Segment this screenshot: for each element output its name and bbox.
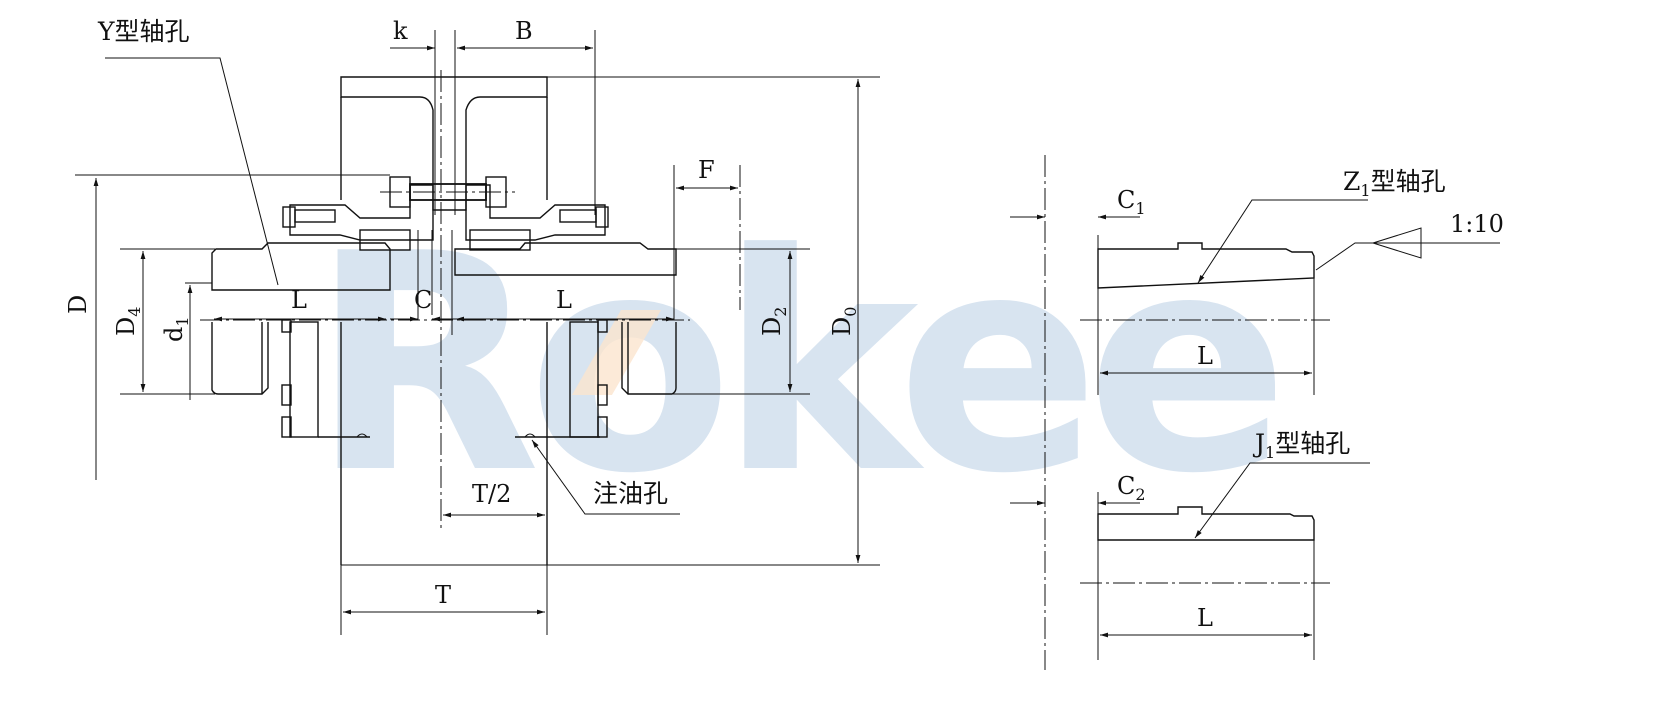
callout-oil-hole: 注油孔	[593, 479, 668, 508]
rokee-watermark: Rokee	[310, 190, 1292, 539]
dim-F: F	[698, 156, 715, 184]
taper-ratio: 1:10	[1450, 210, 1504, 238]
detail-j1-bore: C2 L J1型轴孔	[1010, 429, 1370, 660]
svg-text:Rokee: Rokee	[310, 190, 1278, 539]
callout-j1-bore: J1型轴孔	[1252, 429, 1350, 462]
dim-D0: D0	[828, 307, 860, 336]
dim-T-half: T/2	[472, 480, 511, 508]
dim-L-left: L	[291, 286, 307, 314]
dim-T: T	[435, 581, 451, 609]
dim-k: k	[393, 17, 408, 45]
dim-C1: C1	[1117, 186, 1146, 218]
dim-L-z1: L	[1197, 342, 1213, 370]
callout-z1-bore: Z1型轴孔	[1343, 167, 1446, 200]
main-section-view: D D4 d1 L C L k B F	[64, 17, 880, 635]
dim-L-right: L	[556, 286, 572, 314]
dim-d1: d1	[160, 316, 192, 342]
callout-y-bore: Y型轴孔	[97, 17, 190, 46]
detail-z1-bore: C1 L Z1型轴孔 1:10	[1010, 167, 1504, 395]
dim-D2: D2	[758, 307, 790, 336]
dim-C: C	[414, 286, 432, 314]
dim-L-j1: L	[1197, 604, 1213, 632]
disc-bolt	[380, 176, 515, 208]
dim-D: D	[64, 295, 92, 314]
dim-B: B	[515, 17, 533, 45]
dim-C2: C2	[1117, 472, 1146, 504]
dim-D4: D4	[112, 307, 144, 336]
